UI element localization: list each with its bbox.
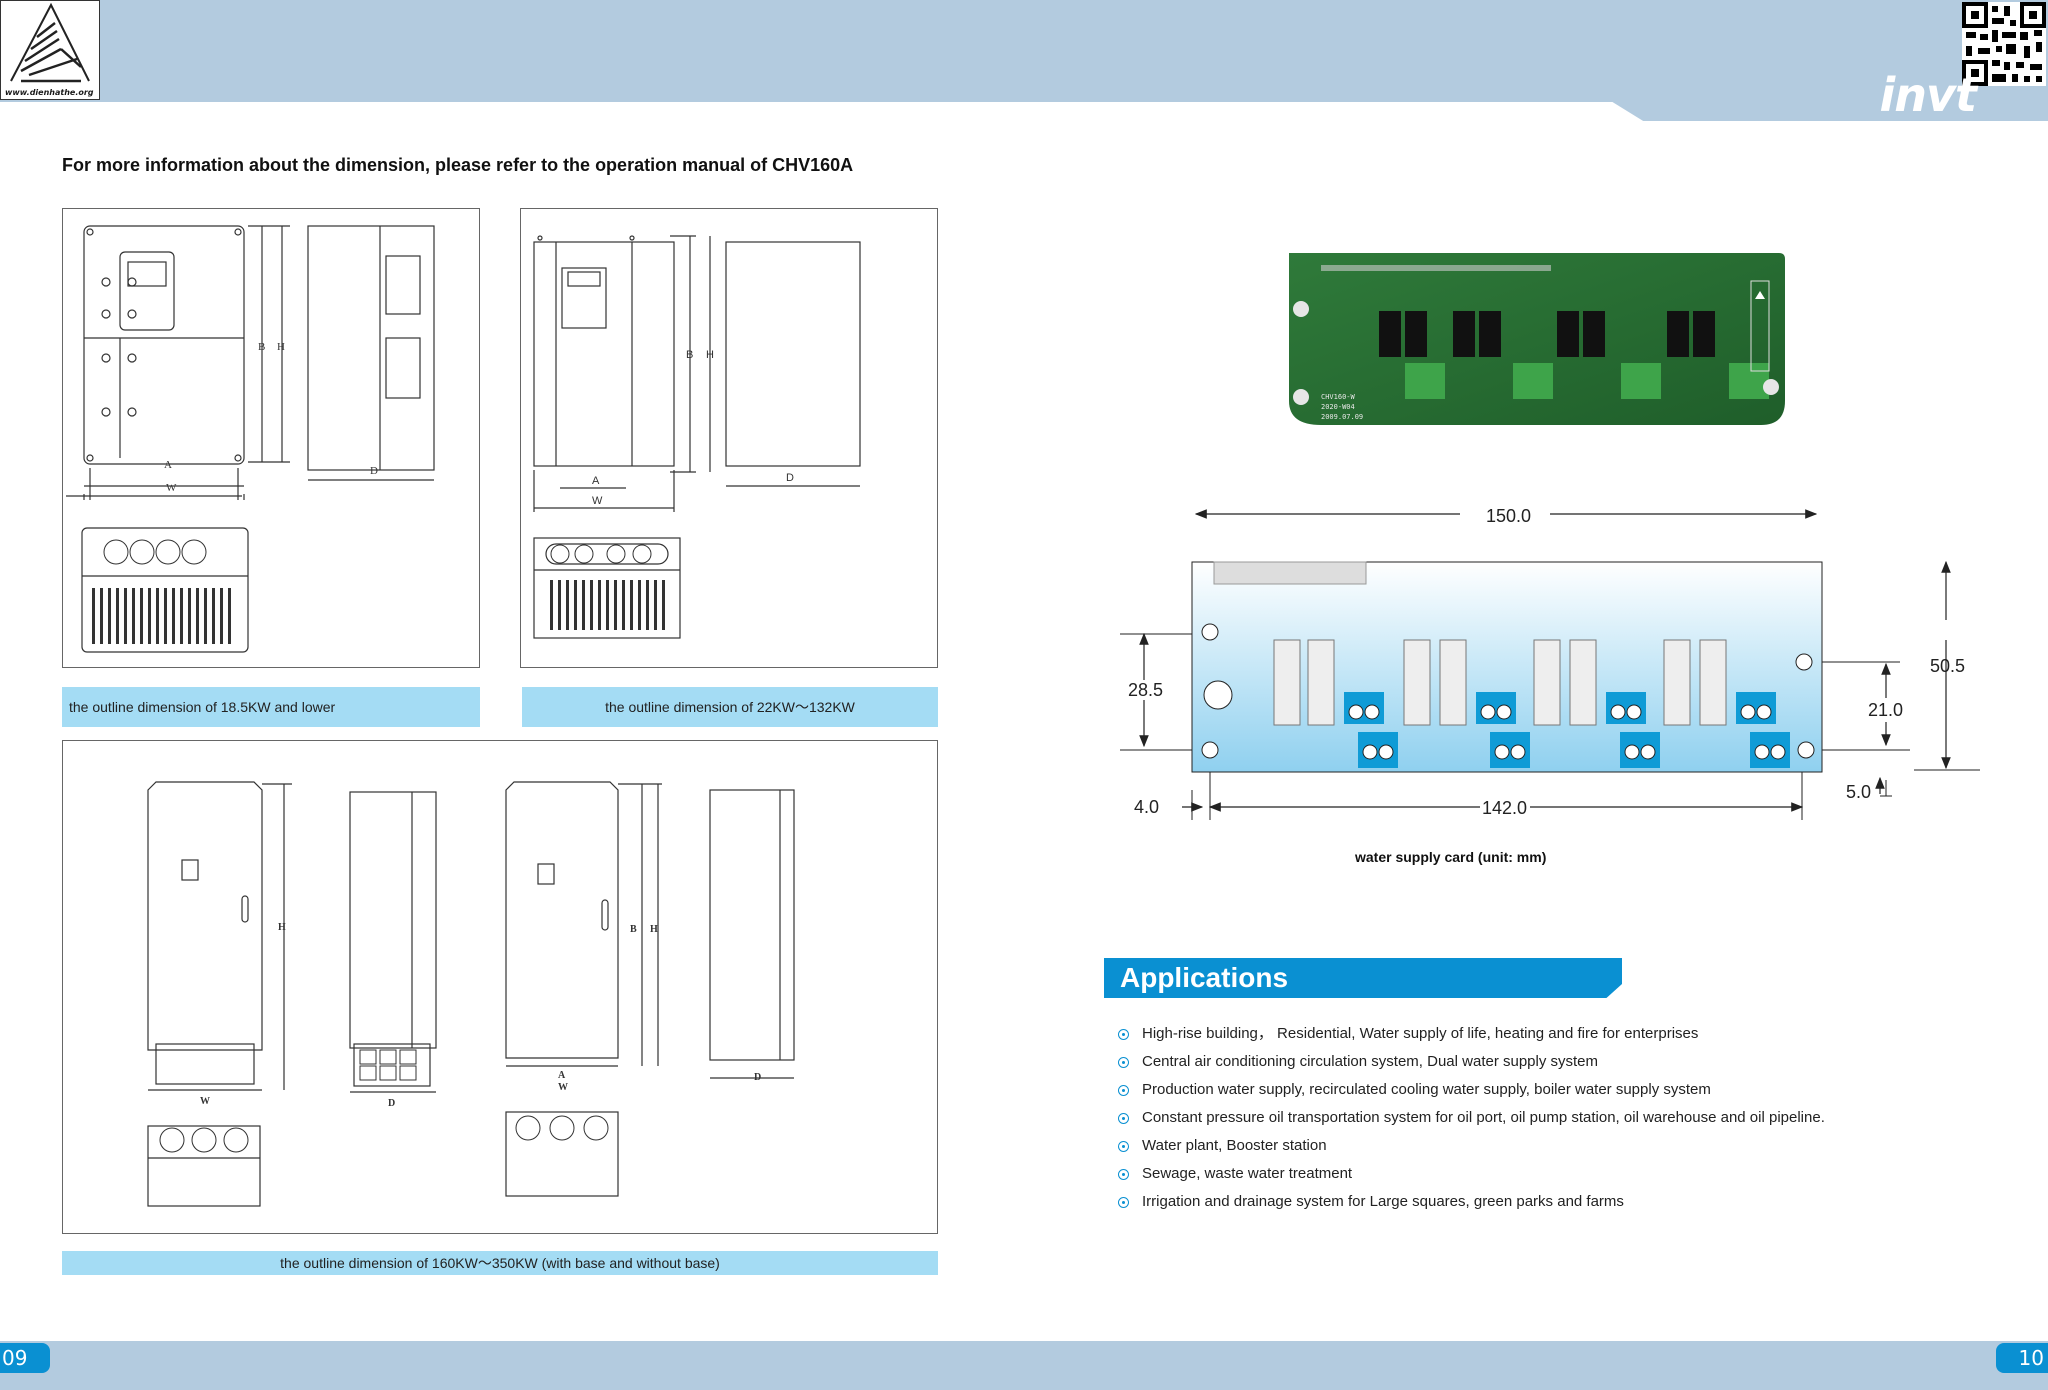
brand-logo: invt xyxy=(1879,68,1977,122)
figure-22-132kw-frame xyxy=(520,208,938,668)
applications-list: High-rise building， Residential, Water s… xyxy=(1118,1020,1825,1216)
label-B: B xyxy=(630,924,637,935)
water-supply-card-photo: CHV160-W 2020-W04 2009.07.09 xyxy=(1289,253,1785,425)
figure-18kw-caption: the outline dimension of 18.5KW and lowe… xyxy=(62,687,480,727)
label-D: D xyxy=(786,472,794,484)
pcb-silk-code: 2020-W04 xyxy=(1321,403,1355,411)
applications-header-bar xyxy=(1104,958,1622,998)
application-text: Irrigation and drainage system for Large… xyxy=(1142,1193,1624,1210)
application-text: Constant pressure oil transportation sys… xyxy=(1142,1109,1825,1126)
water-supply-card-dimension-drawing: 150.0 50.5 28.5 21.0 4.0 142.0 5.0 xyxy=(1120,506,1980,820)
bullet-icon xyxy=(1118,1169,1129,1180)
drawing-22-132kw: A W B H D xyxy=(533,235,861,639)
bullet-icon xyxy=(1118,1057,1129,1068)
label-A: A xyxy=(164,459,172,471)
list-item: Constant pressure oil transportation sys… xyxy=(1118,1104,1825,1132)
application-text: High-rise building， Residential, Water s… xyxy=(1142,1025,1699,1042)
bullet-icon xyxy=(1118,1085,1129,1096)
application-text: Sewage, waste water treatment xyxy=(1142,1165,1353,1182)
label-H: H xyxy=(277,341,285,353)
water-supply-card-caption: water supply card (unit: mm) xyxy=(1355,849,1547,865)
application-text: Production water supply, recirculated co… xyxy=(1142,1081,1711,1098)
pcb-silk-model: CHV160-W xyxy=(1321,393,1356,401)
figure-160-350kw-caption: the outline dimension of 160KW～350KW (wi… xyxy=(62,1251,938,1275)
logo-url-text: www.dienhathe.org xyxy=(5,88,94,97)
label-A: A xyxy=(558,1070,566,1081)
dim-right-hole: 21.0 xyxy=(1868,700,1903,720)
list-item: High-rise building， Residential, Water s… xyxy=(1118,1020,1825,1048)
figure-18kw-frame xyxy=(62,208,480,668)
label-D: D xyxy=(370,465,378,477)
pcb-silk-date: 2009.07.09 xyxy=(1321,413,1363,421)
dim-width-total: 150.0 xyxy=(1486,506,1531,526)
drawing-18kw-front-view: A W B H D xyxy=(66,225,435,653)
label-D: D xyxy=(388,1098,395,1109)
qr-code-icon xyxy=(1962,2,2046,86)
figure-22-132kw-caption: the outline dimension of 22KW～132KW xyxy=(522,687,938,727)
dimension-note: For more information about the dimension… xyxy=(62,155,854,175)
bullet-icon xyxy=(1118,1141,1129,1152)
footer-band xyxy=(0,1341,2048,1390)
label-H: H xyxy=(706,349,714,361)
dim-height-total: 50.5 xyxy=(1930,656,1965,676)
label-H: H xyxy=(278,922,286,933)
label-H-2: H xyxy=(650,924,658,935)
list-item: Production water supply, recirculated co… xyxy=(1118,1076,1825,1104)
label-W: W xyxy=(592,495,603,507)
page-number-left: 09 xyxy=(0,1343,50,1373)
label-W-2: W xyxy=(558,1082,568,1093)
dim-left-hole: 28.5 xyxy=(1128,680,1163,700)
drawing-160-350kw: H W D B H A W D xyxy=(147,781,795,1207)
site-logo[interactable]: www.dienhathe.org xyxy=(0,0,100,100)
application-text: Central air conditioning circulation sys… xyxy=(1142,1053,1599,1070)
dim-offset-bottom: 5.0 xyxy=(1846,782,1871,802)
list-item: Water plant, Booster station xyxy=(1118,1132,1825,1160)
list-item: Irrigation and drainage system for Large… xyxy=(1118,1188,1825,1216)
bullet-icon xyxy=(1118,1197,1129,1208)
list-item: Central air conditioning circulation sys… xyxy=(1118,1048,1825,1076)
applications-title: Applications xyxy=(1120,962,1289,993)
label-W: W xyxy=(200,1096,210,1107)
bullet-icon xyxy=(1118,1113,1129,1124)
label-A: A xyxy=(592,475,600,487)
label-B: B xyxy=(258,341,265,353)
page-number-right: 10 xyxy=(1996,1343,2048,1373)
label-B: B xyxy=(686,349,693,361)
label-D-2: D xyxy=(754,1072,761,1083)
application-text: Water plant, Booster station xyxy=(1142,1137,1327,1154)
dim-offset-left: 4.0 xyxy=(1134,797,1159,817)
tree-logo-icon xyxy=(10,2,90,83)
dim-hole-spacing: 142.0 xyxy=(1482,798,1527,818)
bullet-icon xyxy=(1118,1029,1129,1040)
list-item: Sewage, waste water treatment xyxy=(1118,1160,1825,1188)
label-W: W xyxy=(166,482,177,494)
